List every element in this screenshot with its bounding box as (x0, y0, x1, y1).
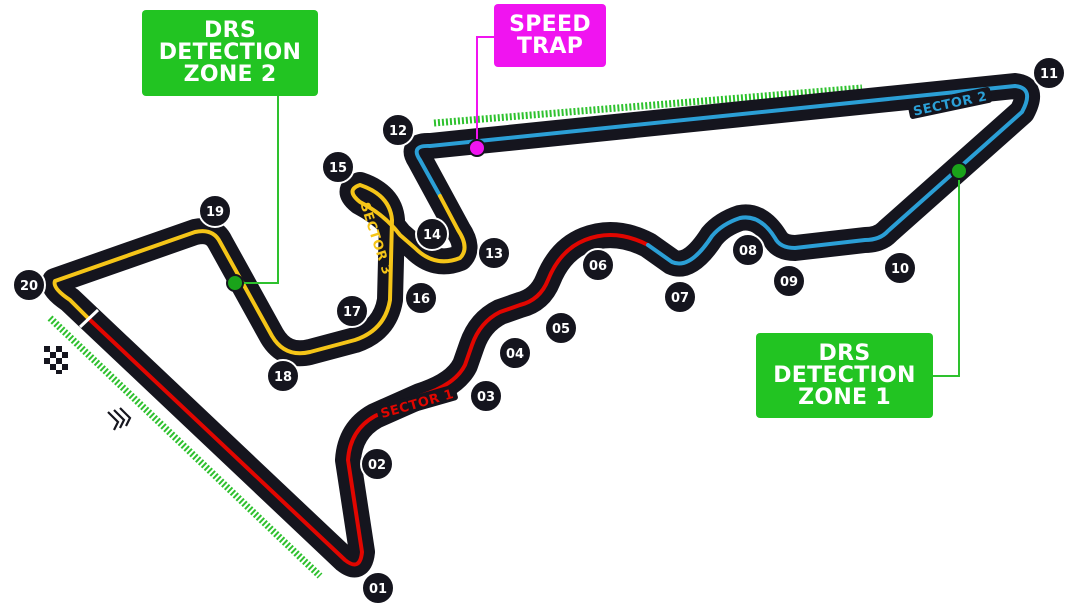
turn-10-badge: 10 (883, 251, 917, 285)
turn-08-badge: 08 (731, 233, 765, 267)
turn-01-label: 01 (369, 582, 387, 597)
turn-14-badge: 14 (415, 217, 449, 251)
turn-04-label: 04 (506, 347, 524, 362)
turn-11-label: 11 (1040, 67, 1058, 82)
turn-18-badge: 18 (266, 359, 300, 393)
start-finish-line (78, 308, 100, 329)
turn-20-badge: 20 (12, 268, 46, 302)
turn-14-label: 14 (423, 228, 441, 243)
turn-07-label: 07 (671, 291, 689, 306)
drs2-line-1: DRS (204, 18, 256, 43)
turn-13-badge: 13 (477, 236, 511, 270)
sector-3-line (52, 183, 467, 356)
speed-trap-connector (468, 36, 494, 157)
drs-detection-zone-2-connector (226, 96, 279, 292)
turn-19-label: 19 (206, 205, 224, 220)
turn-17-label: 17 (343, 305, 361, 320)
sector-1-line (86, 233, 650, 567)
turn-12-badge: 12 (381, 113, 415, 147)
turn-02-label: 02 (368, 458, 386, 473)
turn-03-badge: 03 (469, 379, 503, 413)
drs1-line-2: DETECTION (773, 362, 916, 388)
speed-trap-line-2: TRAP (516, 33, 584, 59)
turn-18-label: 18 (274, 370, 292, 385)
turn-16-label: 16 (412, 292, 430, 307)
turn-17-badge: 17 (335, 294, 369, 328)
turn-12-label: 12 (389, 124, 407, 139)
drs-detection-zone-1-callout: DRS DETECTION ZONE 1 (756, 333, 933, 418)
track-outline (41, 73, 1041, 578)
turn-03-label: 03 (477, 390, 495, 405)
turn-05-badge: 05 (544, 311, 578, 345)
turn-15-badge: 15 (321, 150, 355, 184)
turn-16-badge: 16 (404, 281, 438, 315)
turn-09-label: 09 (780, 275, 798, 290)
turn-20-label: 20 (20, 279, 38, 294)
turn-02-badge: 02 (360, 447, 394, 481)
drs1-line-3: ZONE 1 (798, 384, 891, 410)
drs-detection-zone-1-connector (933, 162, 968, 377)
turn-numbers: 01 02 03 04 05 06 07 08 09 10 11 12 13 14 15 16 17 18 19 20 (12, 56, 1066, 605)
turn-06-label: 06 (589, 259, 607, 274)
speed-trap-line-1: SPEED (509, 11, 591, 37)
turn-11-badge: 11 (1032, 56, 1066, 90)
turn-04-badge: 04 (498, 336, 532, 370)
turn-19-badge: 19 (198, 194, 232, 228)
sector-2-line (414, 84, 1030, 266)
turn-08-label: 08 (739, 244, 757, 259)
turn-05-label: 05 (552, 322, 570, 337)
checkered-flag-icon (44, 346, 68, 374)
turn-15-label: 15 (329, 161, 347, 176)
speed-trap-callout: SPEED TRAP (494, 4, 606, 67)
drs2-line-2: DETECTION (158, 40, 302, 65)
turn-06-badge: 06 (581, 248, 615, 282)
turn-10-label: 10 (891, 262, 909, 277)
drs-detection-zone-2-callout: DRS DETECTION ZONE 2 (142, 10, 318, 96)
turn-01-badge: 01 (361, 571, 395, 605)
drs1-line-1: DRS (818, 340, 871, 366)
drs2-line-3: ZONE 2 (183, 62, 277, 87)
chevron-arrows-icon (107, 407, 132, 431)
drs-zone-back-straight (433, 84, 863, 127)
turn-07-badge: 07 (663, 280, 697, 314)
turn-13-label: 13 (485, 247, 503, 262)
turn-09-badge: 09 (772, 264, 806, 298)
